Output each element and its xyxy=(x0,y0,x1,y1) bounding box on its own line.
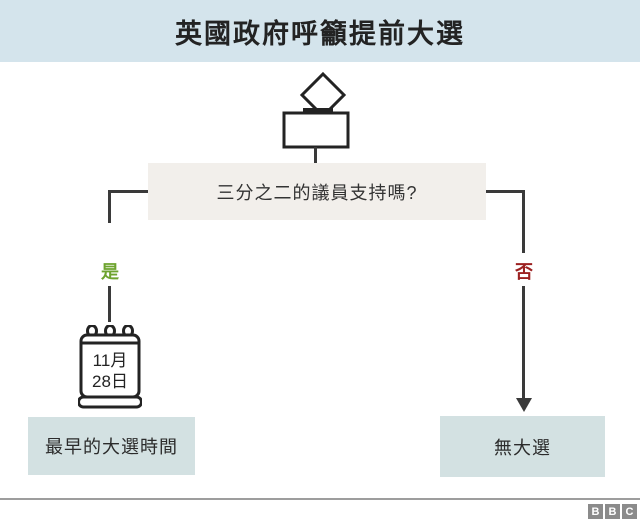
yes-branch-vertical-line-lower xyxy=(108,286,111,322)
decision-question: 三分之二的議員支持嗎? xyxy=(216,182,418,203)
no-branch-vertical-line-upper xyxy=(522,190,525,253)
no-outcome-box: 無大選 xyxy=(440,416,605,477)
bbc-logo: B B C xyxy=(588,504,637,519)
yes-branch-horizontal-line xyxy=(110,190,148,193)
bbc-logo-block-b2: B xyxy=(605,504,620,519)
bbc-logo-block-c: C xyxy=(622,504,637,519)
yes-branch-vertical-line-upper xyxy=(108,190,111,223)
ballot-box-icon xyxy=(282,71,350,149)
title-bar: 英國政府呼籲提前大選 xyxy=(0,0,640,62)
no-branch-vertical-line-lower xyxy=(522,286,525,400)
yes-outcome-label: 最早的大選時間 xyxy=(45,437,178,457)
footer-divider xyxy=(0,498,640,500)
calendar-icon: 11月 28日 xyxy=(78,325,142,409)
yes-outcome-box: 最早的大選時間 xyxy=(28,417,195,475)
bbc-logo-block-b1: B xyxy=(588,504,603,519)
no-outcome-label: 無大選 xyxy=(494,437,551,458)
connector-top xyxy=(314,147,317,164)
calendar-month-text: 11月 xyxy=(93,351,128,370)
calendar-day-text: 28日 xyxy=(92,372,128,391)
arrow-down-icon xyxy=(516,398,532,412)
yes-label: 是 xyxy=(101,262,119,282)
page-title: 英國政府呼籲提前大選 xyxy=(175,18,465,49)
no-branch-horizontal-line xyxy=(486,190,524,193)
no-label: 否 xyxy=(515,262,533,282)
decision-box: 三分之二的議員支持嗎? xyxy=(148,163,486,220)
